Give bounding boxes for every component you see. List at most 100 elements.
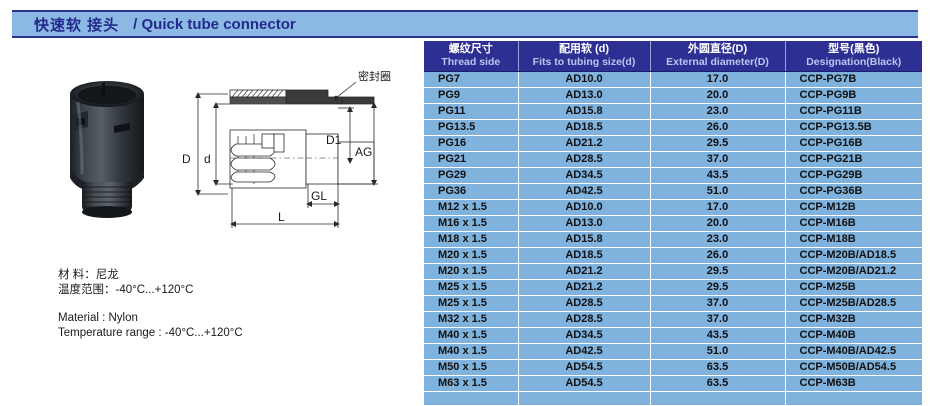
table-cell: CCP-M12B [785,199,922,216]
table-cell: 51.0 [650,343,786,360]
material-chinese: 材 料：尼龙 [58,269,119,281]
page-title-bar: 快速软 接头 / Quick tube connector [12,10,918,38]
drawing-annotation-seal-ring: 密封圈 [358,69,391,83]
table-cell: M16 x 1.5 [424,215,519,232]
column-header-thread-side: 螺纹尺寸 Thread side [424,41,519,72]
table-cell: 37.0 [650,151,786,168]
title-separator: / [133,15,138,33]
table-cell: 29.5 [650,263,786,280]
table-cell: CCP-M40B/AD42.5 [785,343,922,360]
table-cell [785,391,922,406]
column-header-en: Thread side [441,56,501,68]
table-cell: M18 x 1.5 [424,231,519,248]
table-cell: CCP-PG29B [785,167,922,184]
table-cell: CCP-M16B [785,215,922,232]
table-cell: PG13.5 [424,119,519,136]
table-cell: AD54.5 [518,375,651,392]
table-cell: M25 x 1.5 [424,295,519,312]
spacer [58,298,243,311]
table-cell: M12 x 1.5 [424,199,519,216]
table-cell: CCP-PG11B [785,103,922,120]
table-cell: CCP-M40B [785,327,922,344]
table-cell: CCP-PG9B [785,87,922,104]
material-english: Material : Nylon [58,312,138,324]
temperature-english: Temperature range : -40°C...+120°C [58,327,243,339]
table-cell: M20 x 1.5 [424,247,519,264]
table-cell: 23.0 [650,103,786,120]
table-cell: 26.0 [650,119,786,136]
table-cell: CCP-M50B/AD54.5 [785,359,922,376]
column-header-cn: 型号(黑色) [828,43,880,55]
table-header-row: 螺纹尺寸 Thread side 配用软 (d) Fits to tubing … [424,41,922,72]
table-cell [650,391,786,406]
column-header-en: Fits to tubing size(d) [532,56,636,68]
table-cell: 29.5 [650,279,786,296]
table-cell: PG7 [424,71,519,88]
table-cell: CCP-PG16B [785,135,922,152]
page-title-chinese: 快速软 接头 [34,16,120,34]
table-cell: PG36 [424,183,519,200]
material-spec-block: 材 料：尼龙 温度范围：-40°C...+120°C Material : Ny… [58,268,243,341]
table-cell: AD34.5 [518,327,651,344]
table-cell: M63 x 1.5 [424,375,519,392]
table-cell: CCP-PG13.5B [785,119,922,136]
column-header-en: Designation(Black) [806,56,902,68]
table-cell: M50 x 1.5 [424,359,519,376]
drawing-label-D1: D1 [326,133,342,147]
table-cell: AD10.0 [518,199,651,216]
left-illustration-panel: D d D1 AG GL L 密封圈 材 料：尼龙 温度范围：-40°C...+… [0,46,418,402]
table-cell: 43.5 [650,167,786,184]
column-header-cn: 螺纹尺寸 [448,43,493,55]
table-cell: PG21 [424,151,519,168]
table-cell [518,391,651,406]
table-cell: CCP-M32B [785,311,922,328]
column-header-en: External diameter(D) [666,56,769,68]
table-cell: CCP-M63B [785,375,922,392]
drawing-label-D: D [182,152,191,166]
column-header-cn: 外圆直径(D) [687,43,748,55]
table-cell: 26.0 [650,247,786,264]
column-header-cn: 配用软 (d) [558,43,610,55]
table-cell: CCP-PG36B [785,183,922,200]
table-cell [424,391,519,406]
table-cell: AD18.5 [518,119,651,136]
table-cell: AD13.0 [518,87,651,104]
technical-drawing: D d D1 AG GL L 密封圈 [178,64,413,244]
table-cell: M32 x 1.5 [424,311,519,328]
table-cell: AD21.2 [518,263,651,280]
table-cell: AD34.5 [518,167,651,184]
specification-table: 螺纹尺寸 Thread side 配用软 (d) Fits to tubing … [424,41,922,406]
table-cell: 29.5 [650,135,786,152]
table-cell: 37.0 [650,295,786,312]
table-cell: AD54.5 [518,359,651,376]
table-cell: 17.0 [650,199,786,216]
table-cell: CCP-M18B [785,231,922,248]
table-cell: AD10.0 [518,71,651,88]
page-title-english: / Quick tube connector [133,16,296,33]
title-english-text: Quick tube connector [141,15,296,33]
table-cell: AD42.5 [518,343,651,360]
column-header-designation: 型号(黑色) Designation(Black) [785,41,922,72]
temperature-chinese: 温度范围：-40°C...+120°C [58,284,194,296]
table-cell: M40 x 1.5 [424,343,519,360]
table-row [424,391,922,406]
drawing-label-d: d [204,152,211,166]
table-cell: M25 x 1.5 [424,279,519,296]
table-cell: PG29 [424,167,519,184]
drawing-label-AG: AG [355,145,372,159]
table-cell: AD18.5 [518,247,651,264]
